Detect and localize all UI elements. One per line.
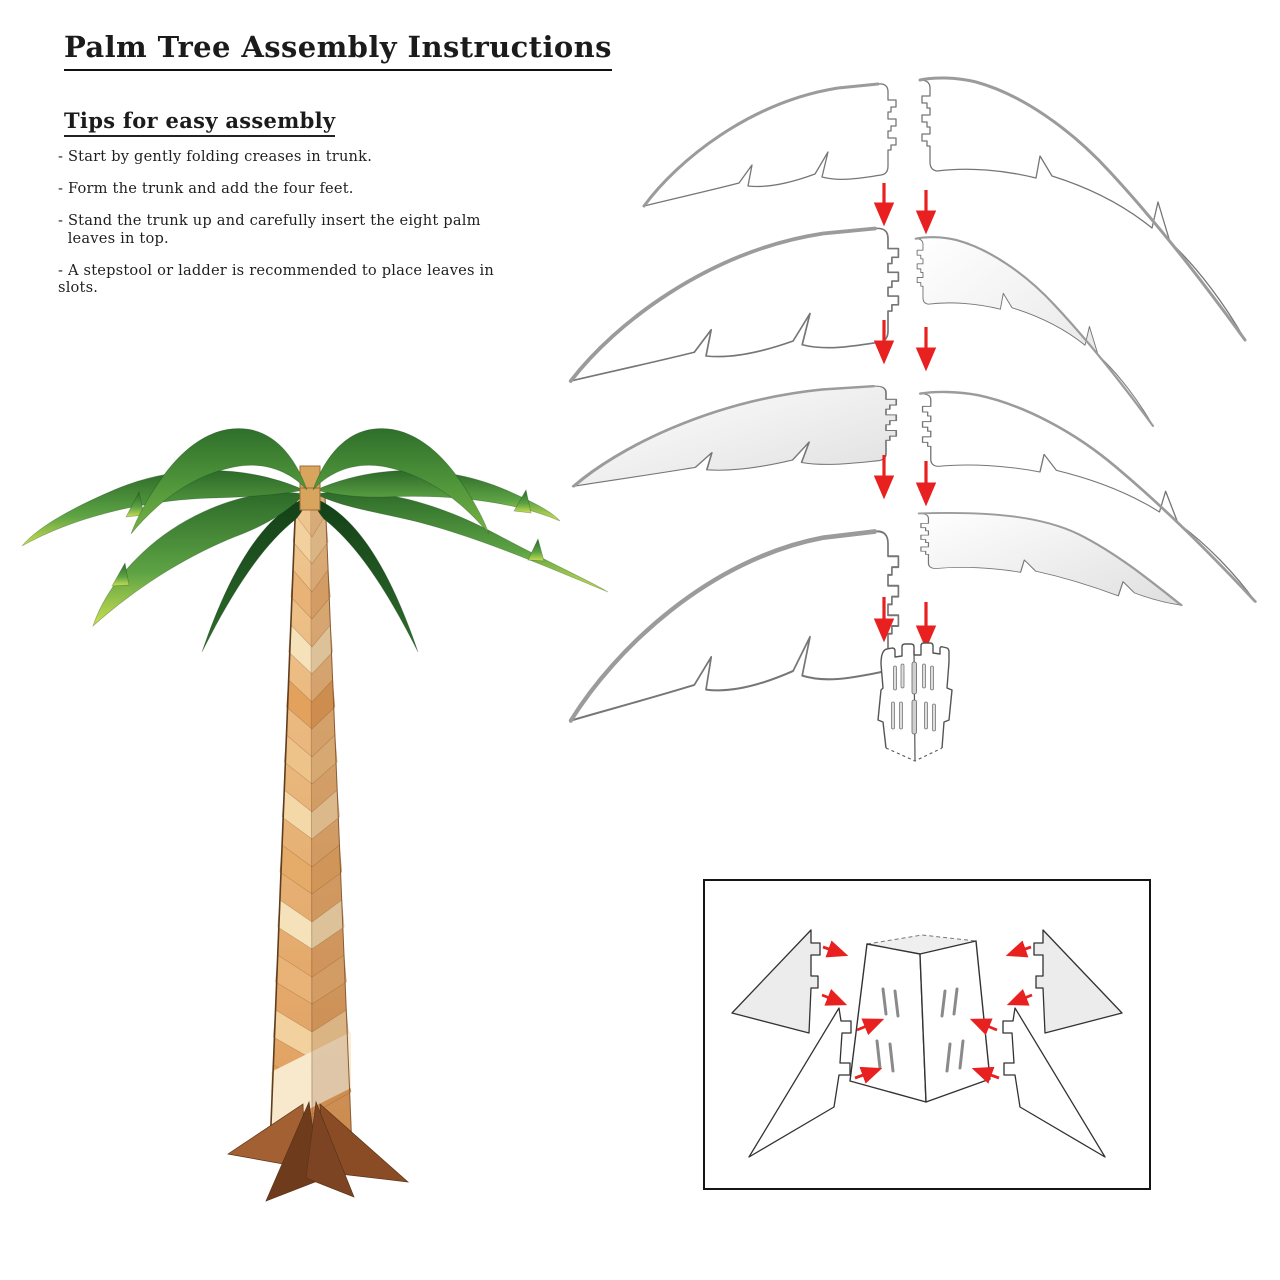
palm-leaf-mid-left	[92, 492, 305, 628]
palm-tree-illustration	[21, 428, 609, 1202]
tip-item: - Start by gently folding creases in tru…	[58, 148, 373, 165]
insertion-arrows	[821, 940, 1033, 1084]
palm-leaf-mid-right	[314, 491, 609, 593]
arrow-icon	[822, 940, 849, 958]
leaf-outline-row2-right	[914, 236, 1155, 427]
foot-piece-lower-left	[748, 1007, 852, 1158]
tips-list: - Start by gently folding creases in tru…	[58, 148, 538, 311]
palm-leaf-dark-left	[201, 497, 307, 653]
trunk-base-piece	[849, 934, 991, 1103]
arrow-icon	[856, 1018, 885, 1036]
arrow-icon	[1006, 988, 1033, 1006]
leaf-outline-row4-left	[571, 531, 899, 720]
palm-leaf-upper-right	[314, 470, 561, 522]
palm-tree-feet	[227, 1100, 410, 1202]
leaf-assembly-diagram	[552, 76, 1257, 762]
foot-piece-upper-left	[731, 929, 821, 1034]
trunk-top-piece	[877, 642, 953, 762]
trunk-crown-tab	[299, 465, 321, 511]
foot-piece-upper-right	[1033, 929, 1123, 1034]
tip-item: - A stepstool or ladder is recommended t…	[58, 261, 499, 297]
trunk-top-slots	[891, 661, 936, 735]
palm-leaf-top-left	[130, 428, 308, 535]
arrow-icon	[969, 1018, 998, 1036]
arrow-icon	[971, 1066, 1000, 1084]
tip-item: - Form the trunk and add the four feet.	[58, 180, 354, 198]
tip-item: - Stand the trunk up and carefully inser…	[58, 212, 481, 247]
page-title: Palm Tree Assembly Instructions	[64, 30, 612, 71]
arrow-icon	[1005, 940, 1032, 958]
arrow-icon	[854, 1066, 883, 1084]
palm-leaf-dark-right	[313, 497, 419, 653]
leaf-outline-row1-right	[918, 76, 1247, 342]
tips-heading: Tips for easy assembly	[64, 108, 336, 137]
arrow-icon	[821, 988, 848, 1006]
palm-tree-trunk	[269, 494, 353, 1150]
foot-piece-lower-right	[1002, 1007, 1106, 1158]
palm-leaf-top-right	[312, 428, 490, 535]
leaf-outline-row2-left	[568, 226, 901, 383]
base-assembly-diagram	[703, 879, 1151, 1190]
leaf-outline-row3-right	[918, 390, 1257, 604]
palm-tree-leaves	[21, 428, 609, 653]
insertion-arrows	[873, 183, 937, 650]
leaf-outline-row1-left	[642, 82, 898, 208]
leaf-outline-row4-right	[917, 511, 1183, 607]
palm-leaf-upper-left	[21, 470, 306, 547]
leaf-outline-row3-left	[571, 384, 899, 489]
